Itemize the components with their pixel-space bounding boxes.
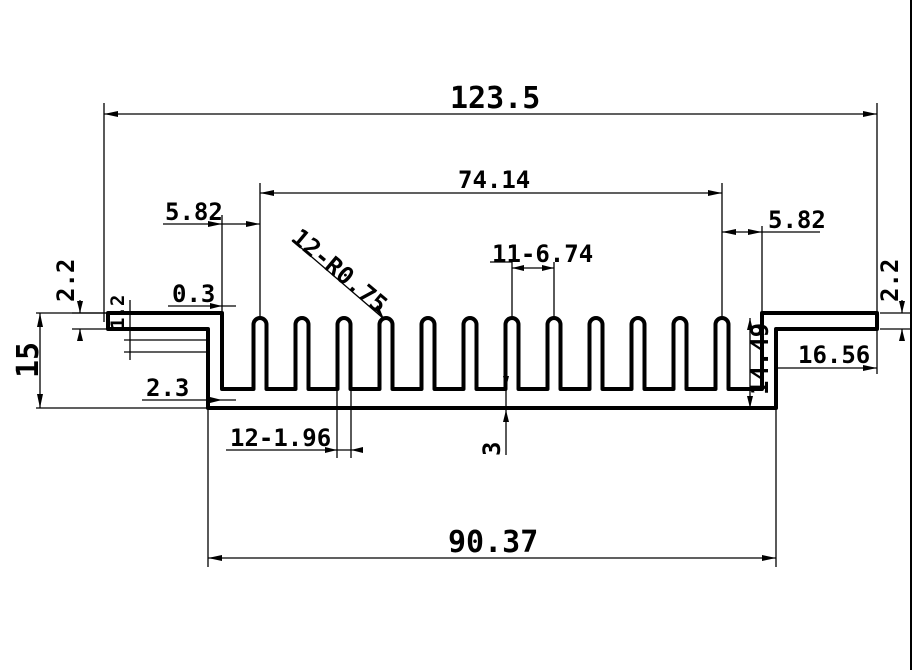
heatsink-outline xyxy=(106,311,879,410)
label-fin-radius: 12-R0.75 xyxy=(286,223,393,319)
label-right-flange-width: 16.56 xyxy=(798,341,870,369)
label-left-wall: 2.3 xyxy=(146,374,189,402)
label-left-offset: 0.3 xyxy=(172,280,215,308)
label-overall-height: 15 xyxy=(11,342,46,378)
label-left-step: 5.82 xyxy=(165,198,223,226)
label-fin-height: 14.49 xyxy=(746,323,774,395)
label-right-step: 5.82 xyxy=(768,206,826,234)
dimension-lines xyxy=(36,103,912,567)
label-fin-pitch: 11-6.74 xyxy=(492,240,593,268)
label-left-flange-gap: 1.2 xyxy=(107,295,129,329)
label-base-thickness: 3 xyxy=(478,442,506,456)
label-base-width: 90.37 xyxy=(448,525,538,560)
label-right-flange-thickness: 2.2 xyxy=(876,259,904,302)
label-overall-width: 123.5 xyxy=(450,81,540,116)
label-fin-thickness: 12-1.96 xyxy=(230,424,331,452)
label-left-flange-thickness: 2.2 xyxy=(52,259,80,302)
label-fin-span: 74.14 xyxy=(458,166,530,194)
